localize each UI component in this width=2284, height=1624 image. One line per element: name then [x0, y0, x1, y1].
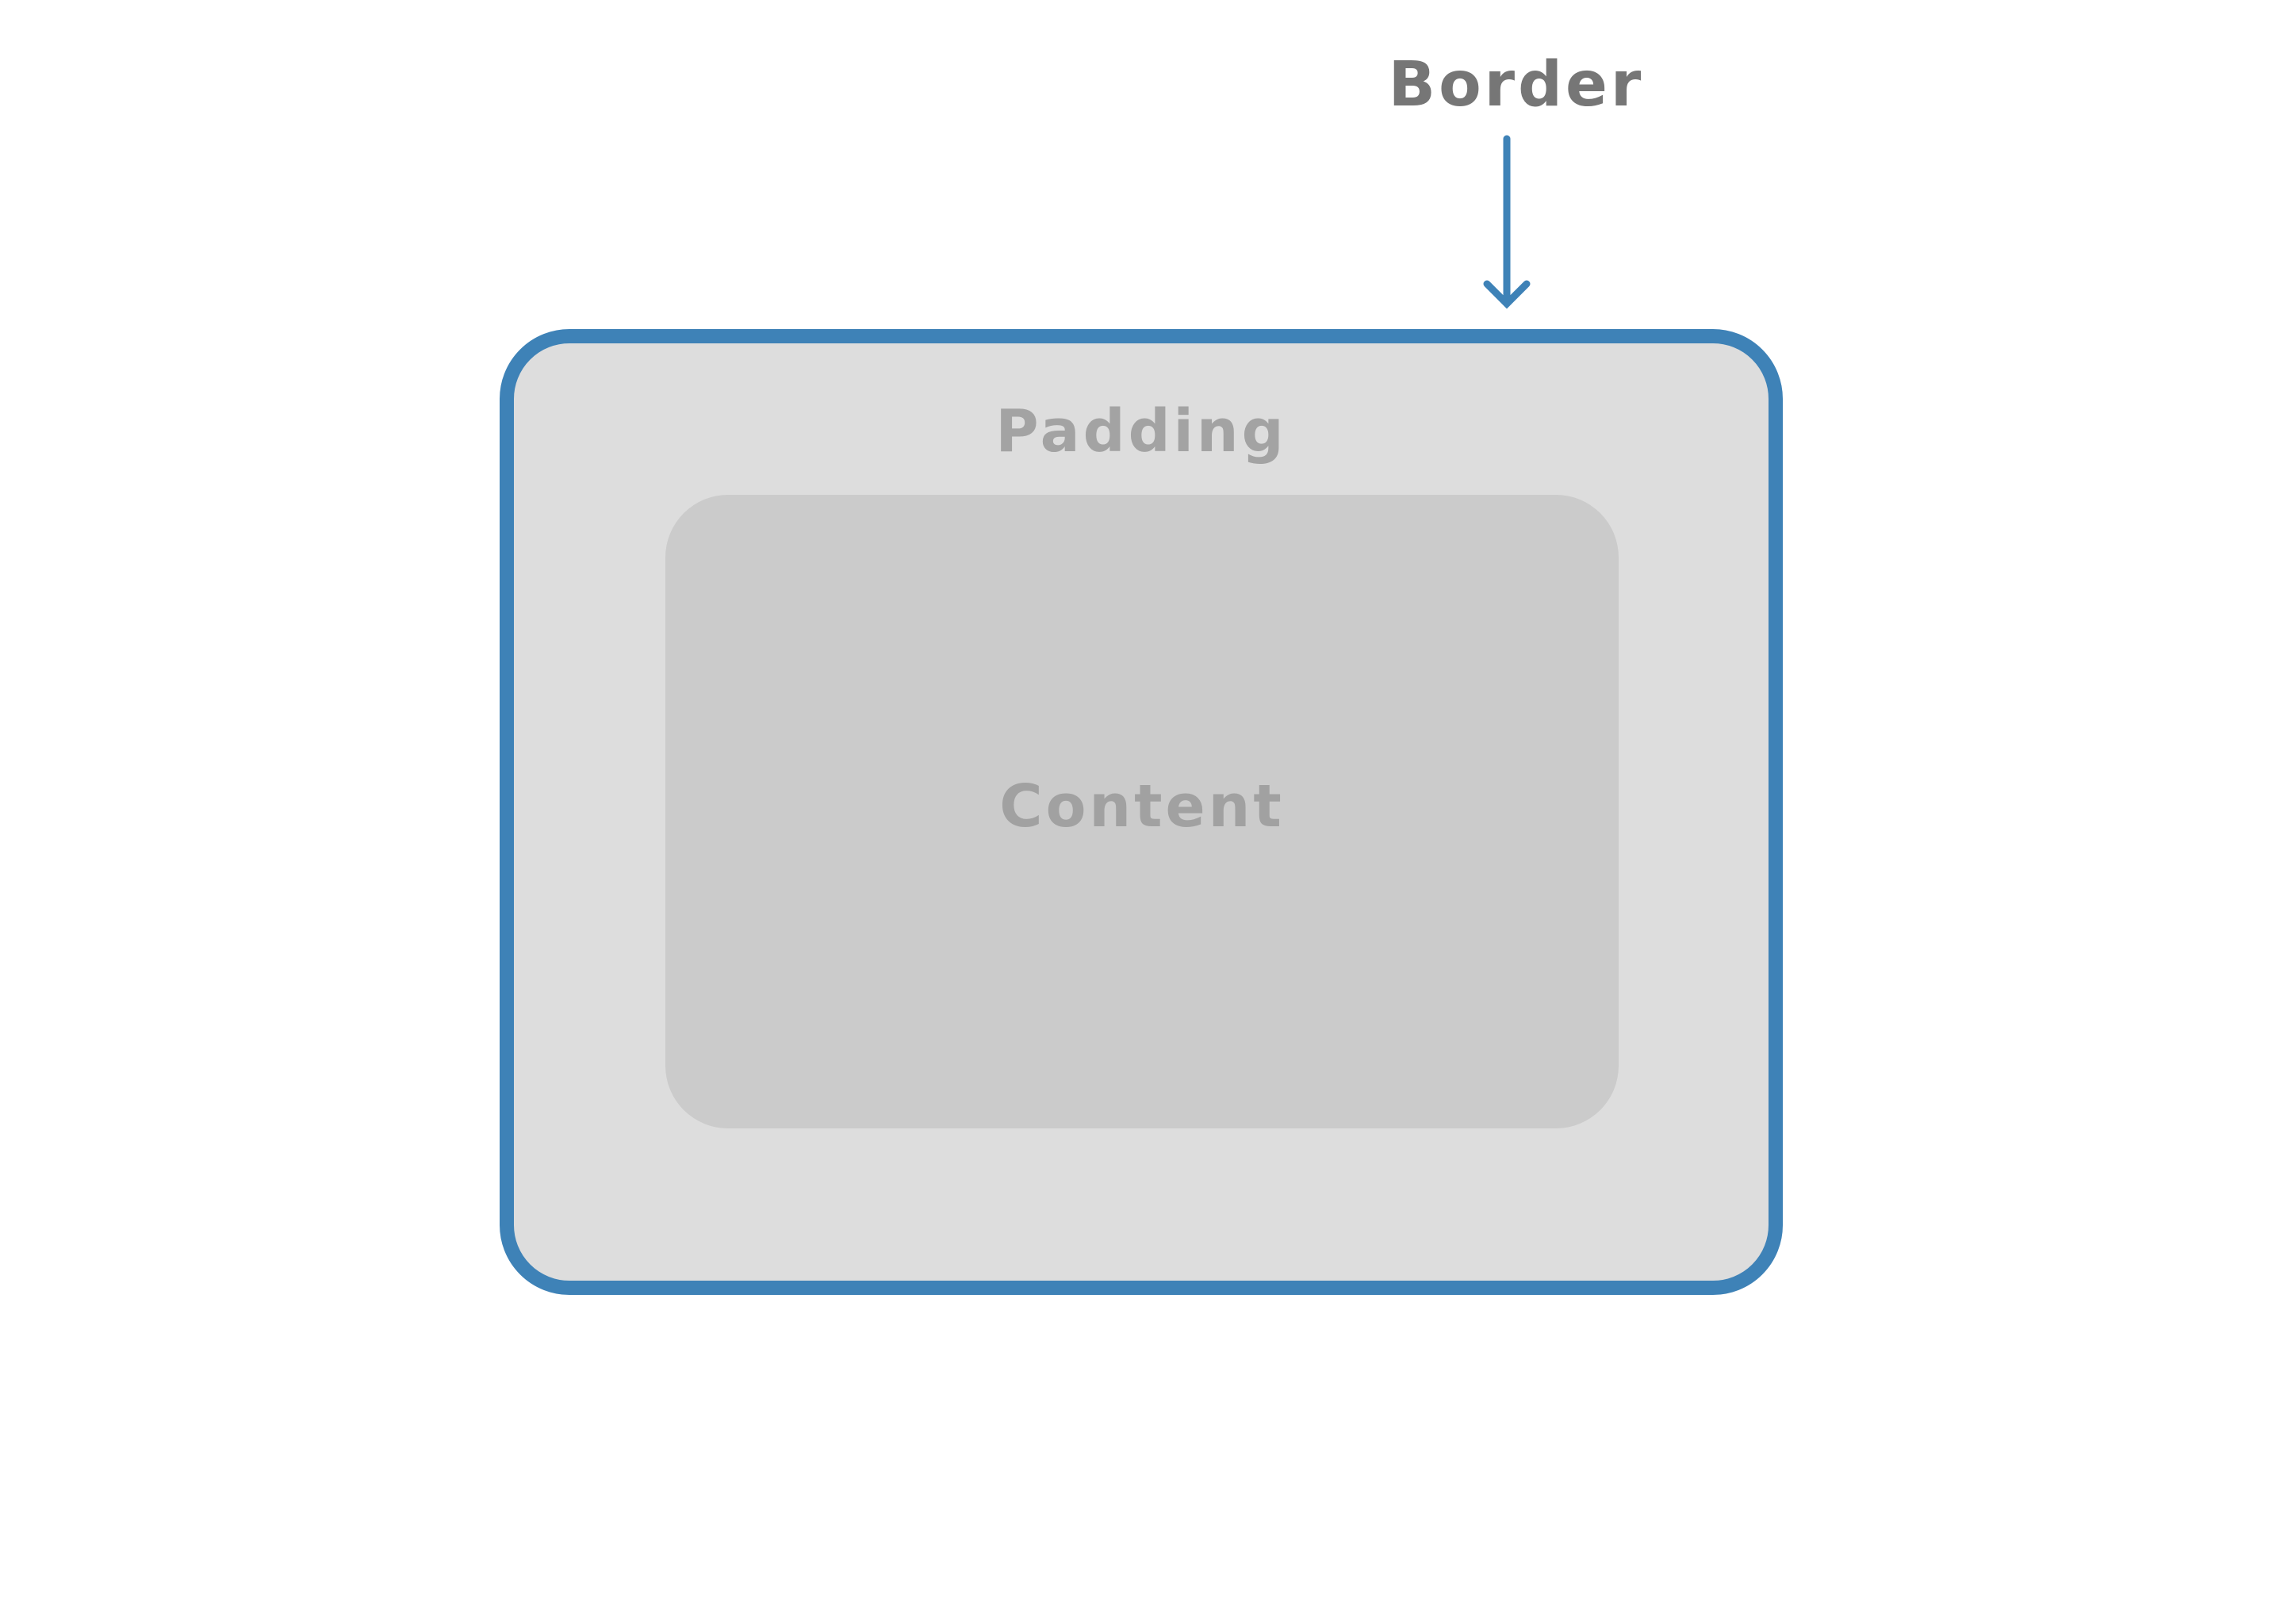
border-label: Border [1388, 49, 1645, 121]
content-box: Content [665, 495, 1619, 1128]
content-label: Content [999, 772, 1285, 841]
padding-label: Padding [995, 397, 1287, 465]
border-box: Padding Content [500, 329, 1783, 1295]
arrow-down-icon [1483, 135, 1531, 309]
